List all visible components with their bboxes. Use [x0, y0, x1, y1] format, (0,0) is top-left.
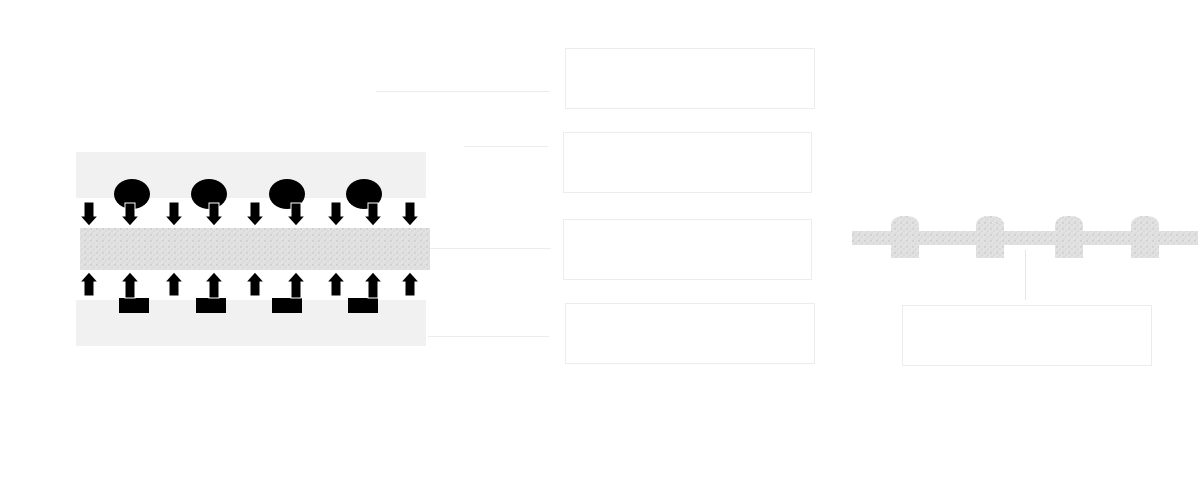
- up-arrow-icon-5: [244, 271, 266, 297]
- electrode-2: [196, 298, 226, 313]
- bump-1: [891, 216, 919, 258]
- down-arrow-icon-5: [244, 201, 266, 227]
- up-arrow-icon-1: [78, 271, 100, 297]
- up-arrow-group: [78, 271, 421, 299]
- down-arrow-icon-6: [285, 202, 307, 227]
- leader-line-4: [428, 336, 549, 337]
- down-arrow-icon-3: [163, 201, 185, 227]
- bump-3: [1055, 216, 1083, 258]
- electrode-1: [119, 298, 149, 313]
- bump-2: [976, 216, 1004, 258]
- up-arrow-icon-6: [285, 271, 307, 299]
- down-arrow-icon-9: [399, 201, 421, 227]
- leader-line-5: [1025, 250, 1026, 300]
- electrode-4: [348, 298, 378, 313]
- bump-4: [1131, 216, 1159, 258]
- up-arrow-icon-4: [203, 271, 225, 299]
- down-arrow-icon-4: [203, 202, 225, 227]
- down-arrow-group: [78, 201, 421, 227]
- leader-line-1: [376, 91, 550, 92]
- up-arrow-icon-8: [362, 271, 384, 299]
- down-arrow-icon-2: [119, 202, 141, 227]
- down-arrow-icon-8: [362, 202, 384, 227]
- label-box-2: [563, 132, 812, 193]
- label-box-5: [902, 305, 1152, 366]
- label-box-4: [565, 303, 815, 364]
- up-arrow-icon-7: [325, 271, 347, 297]
- right-strip: [852, 231, 1198, 245]
- down-arrow-icon-1: [78, 201, 100, 227]
- particle-group: [114, 179, 382, 209]
- label-box-3: [563, 219, 812, 280]
- down-arrow-icon-7: [325, 201, 347, 227]
- label-box-1: [565, 48, 815, 109]
- up-arrow-icon-3: [163, 271, 185, 297]
- leader-line-2: [464, 146, 548, 147]
- bump-group: [891, 216, 1159, 258]
- core-layer: [80, 228, 430, 270]
- particle-3: [269, 179, 305, 209]
- particle-2: [191, 179, 227, 209]
- particle-1: [114, 179, 150, 209]
- electrode-3: [272, 298, 302, 313]
- up-arrow-icon-9: [399, 271, 421, 297]
- leader-line-3: [430, 248, 551, 249]
- up-arrow-icon-2: [119, 271, 141, 299]
- particle-4: [346, 179, 382, 209]
- electrode-group: [119, 298, 378, 313]
